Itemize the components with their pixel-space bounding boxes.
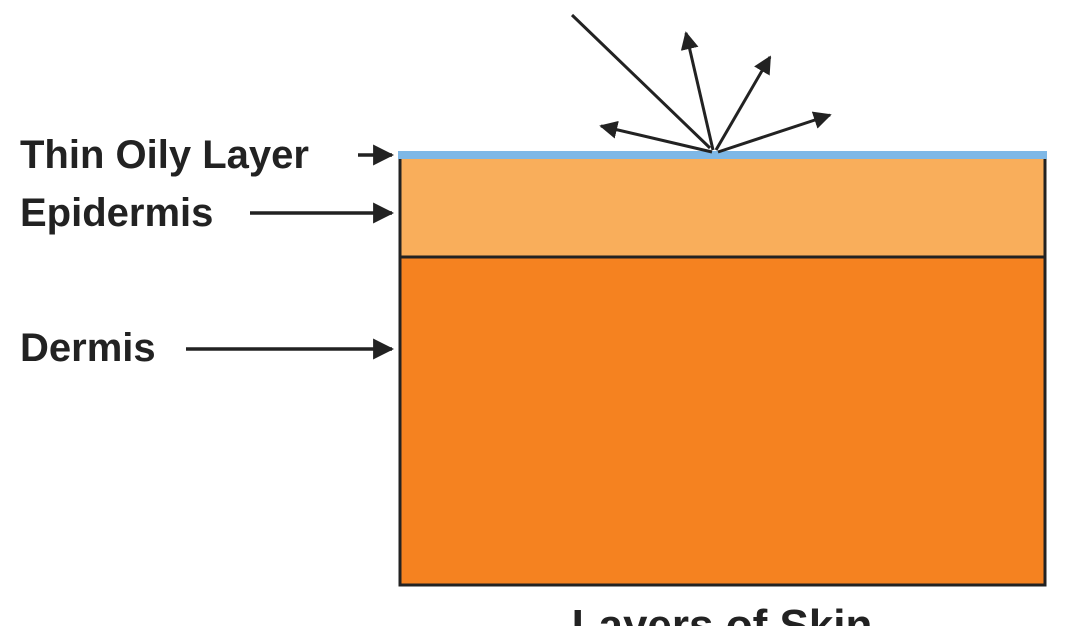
epidermis-label: Epidermis	[20, 191, 213, 235]
reflected-ray-right	[717, 111, 832, 154]
reflected-ray-upper-right	[714, 55, 772, 151]
reflected-ray-left	[599, 120, 713, 154]
incident-ray	[570, 13, 712, 150]
epidermis-layer	[398, 155, 1047, 259]
oily-layer-label: Thin Oily Layer	[20, 133, 309, 177]
dermis-layer	[398, 253, 1047, 587]
oily-layer	[398, 151, 1047, 159]
reflected-ray-up	[680, 31, 715, 151]
dermis-label: Dermis	[20, 326, 156, 370]
diagram-caption: Layers of Skin	[572, 601, 873, 626]
